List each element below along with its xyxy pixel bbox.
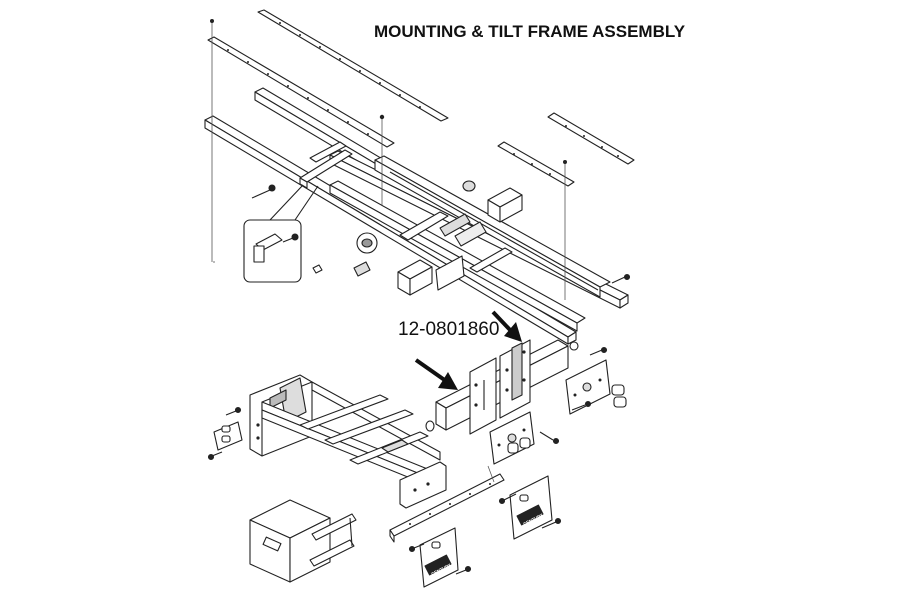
tilt-axle-assembly <box>425 339 579 435</box>
callout-arrows <box>414 310 522 390</box>
short-flat-bar-right-upper <box>547 112 635 165</box>
center-channel-rail <box>329 180 586 332</box>
mudflap-bracket-right <box>498 475 562 540</box>
base-frame <box>249 374 447 509</box>
hinge-plate-right <box>565 346 627 415</box>
small-hardware <box>312 261 631 284</box>
short-flat-bar-right-lower <box>497 141 575 187</box>
tie-down-plate-left <box>207 406 243 461</box>
hinge-plate-lower <box>489 411 560 465</box>
part-number-callout: 12-0801860 <box>398 319 500 340</box>
toolbox <box>249 499 357 583</box>
hitch-receiver-tube <box>397 255 465 296</box>
frame-cross-members <box>299 141 513 273</box>
frame-plug <box>356 232 378 254</box>
lower-flat-bar <box>389 465 505 543</box>
top-bolt-heads <box>210 19 567 164</box>
detail-callout-bracket <box>243 184 319 283</box>
top-flat-bar-left <box>257 9 449 122</box>
mudflap-bracket-left <box>408 527 472 588</box>
diagram-title: MOUNTING & TILT FRAME ASSEMBLY <box>374 22 686 41</box>
bolt-left-frame <box>251 184 276 199</box>
rear-receiver-upper <box>462 180 523 223</box>
inner-channel-rail <box>374 155 611 298</box>
assembly-guide-lines <box>211 22 566 300</box>
